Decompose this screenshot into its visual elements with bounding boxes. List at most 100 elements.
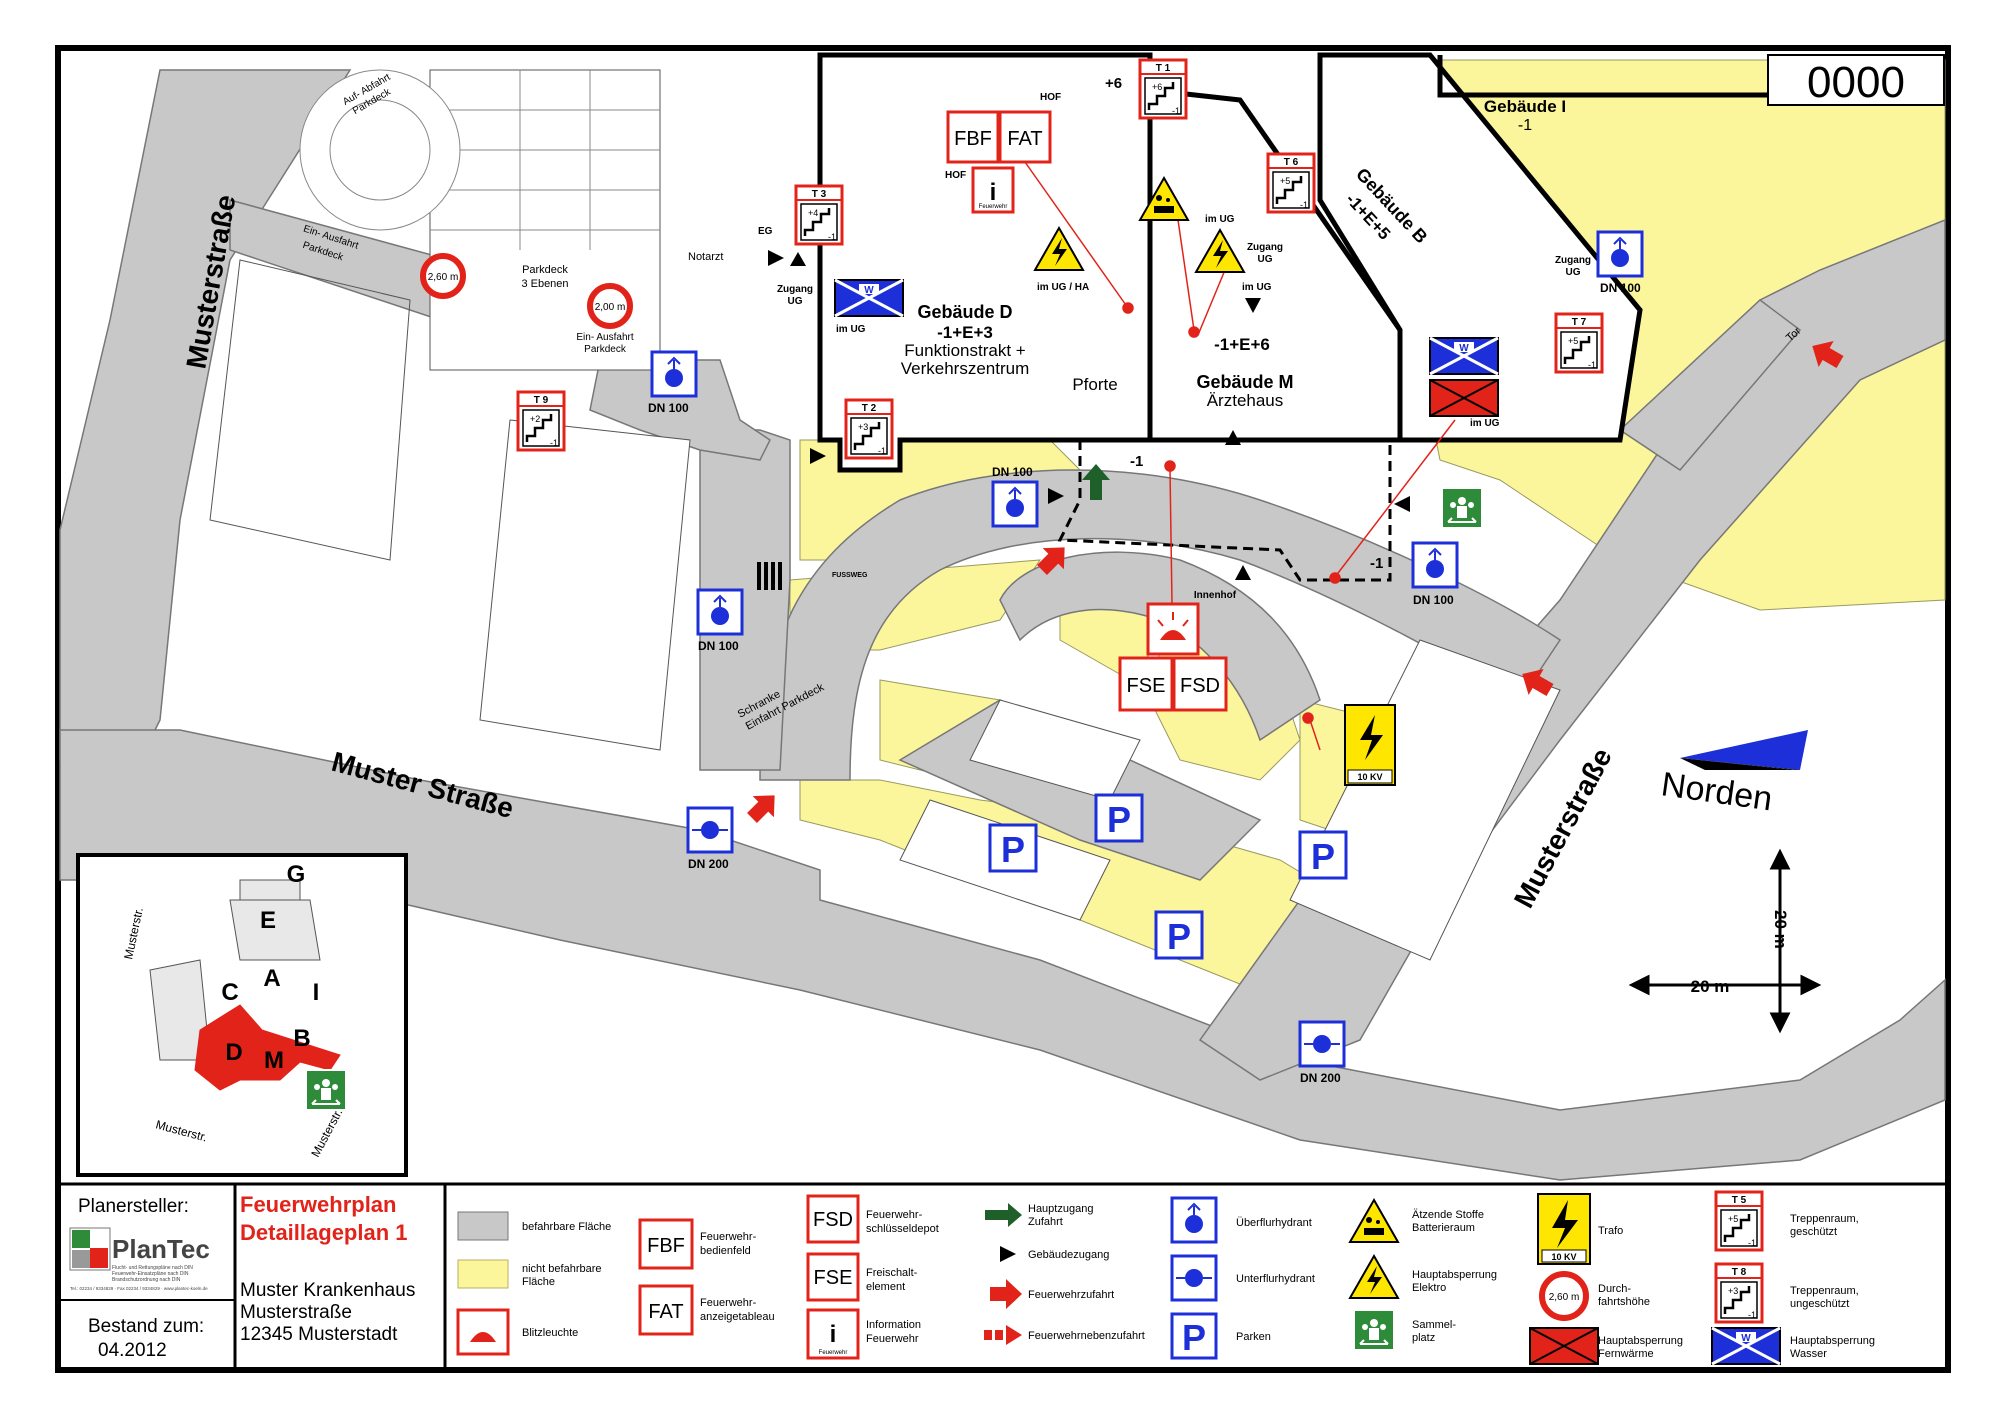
legend-stair-unprotected: T 8 +3-1 — [1714, 1262, 1764, 1324]
north-arrow — [1680, 730, 1808, 770]
svg-text:Hauptzugang: Hauptzugang — [1028, 1203, 1093, 1215]
overview-map: G E A C I D M B Musterstr. Musterstr. Mu… — [76, 853, 408, 1177]
svg-text:element: element — [866, 1281, 905, 1293]
label-zugang-1: Zugang — [777, 284, 813, 295]
water-shutoff-icon-2 — [1428, 336, 1500, 376]
label-hof-2: HOF — [945, 170, 966, 181]
overview-letter-c: C — [221, 979, 238, 1006]
info-feuerwehr-icon: i Feuerwehr — [971, 166, 1015, 214]
svg-text:bedienfeld: bedienfeld — [700, 1245, 751, 1257]
address-1: Muster Krankenhaus — [240, 1280, 415, 1301]
svg-text:-1: -1 — [550, 438, 558, 448]
label-im-ug-ha: im UG / HA — [1037, 282, 1089, 293]
stair-t6: T 6 +5-1 — [1266, 152, 1316, 214]
label-im-ug-4: im UG — [1470, 418, 1500, 429]
svg-text:P: P — [1001, 829, 1025, 870]
legend-clearance-icon: 2,60 m — [1539, 1271, 1589, 1321]
svg-text:T 3: T 3 — [812, 189, 827, 200]
svg-text:Treppenraum,: Treppenraum, — [1790, 1213, 1859, 1225]
label-parkdeck-title: Parkdeck — [522, 264, 568, 276]
svg-text:Unterflurhydrant: Unterflurhydrant — [1236, 1273, 1315, 1285]
legend-secondary-access-arrow — [984, 1325, 1022, 1345]
svg-text:Blitzleuchte: Blitzleuchte — [522, 1327, 578, 1339]
building-d-line1: Funktionstrakt + — [904, 341, 1025, 360]
svg-text:T 7: T 7 — [1572, 317, 1587, 328]
assembly-point-icon — [1441, 487, 1483, 529]
parking-icon-2: P — [1094, 793, 1144, 843]
parking-icon-4: P — [1154, 910, 1204, 960]
legend-blitz-icon — [456, 1308, 510, 1356]
building-i-name: Gebäude I — [1484, 97, 1566, 116]
parking-signs: P P P P — [988, 793, 1348, 960]
legend-footer: Planersteller: PlanTec Flucht- und Rettu… — [58, 1182, 1948, 1370]
overview-letter-g: G — [287, 861, 306, 888]
crosswalk — [757, 562, 782, 590]
scale-label-horizontal: 20 m — [1691, 977, 1730, 996]
svg-text:+6: +6 — [1152, 82, 1162, 92]
hydrant-label-1: DN 100 — [1600, 281, 1641, 295]
legend-assembly-icon — [1353, 1309, 1395, 1351]
building-outlines — [209, 69, 1561, 961]
label-eg: EG — [758, 226, 773, 237]
svg-text:Hauptabsperrung: Hauptabsperrung — [1412, 1269, 1497, 1281]
svg-text:Feuerwehr-: Feuerwehr- — [700, 1297, 757, 1309]
svg-text:+4: +4 — [808, 208, 818, 218]
label-fussweg: FUSSWEG — [832, 572, 868, 579]
plan-number: 0000 — [1807, 58, 1905, 107]
svg-text:Fläche: Fläche — [522, 1276, 555, 1288]
svg-text:i: i — [990, 179, 997, 206]
svg-text:geschützt: geschützt — [1790, 1226, 1837, 1238]
label-ug-1: UG — [788, 296, 803, 307]
scale-label-vertical: 20 m — [1771, 910, 1790, 949]
legend-befahrbar: befahrbare Fläche — [522, 1221, 611, 1233]
legend-water-shutoff-icon — [1710, 1326, 1782, 1366]
svg-text:Hauptabsperrung: Hauptabsperrung — [1790, 1335, 1875, 1347]
label-notarzt: Notarzt — [688, 251, 723, 263]
stair-t3: T 3 +4 -1 — [794, 184, 844, 246]
legend-fse-box — [806, 1252, 860, 1302]
stair-t2: T 2 +3-1 — [844, 398, 894, 460]
stair-t9: T 9 +2-1 — [516, 390, 566, 452]
hydrant-overground-icon-1 — [1596, 230, 1644, 278]
scale-bar — [1628, 848, 1822, 1034]
plan-number-box — [1767, 54, 1945, 106]
legend-stair-protected: T 5 +5-1 — [1714, 1190, 1764, 1252]
svg-text:-1: -1 — [828, 232, 836, 242]
bestand-date: 04.2012 — [98, 1340, 167, 1361]
hydrant-underground-icon-1 — [686, 806, 734, 854]
legend-parking-icon: P — [1170, 1312, 1218, 1360]
svg-text:Feuerwehr-: Feuerwehr- — [700, 1231, 757, 1243]
svg-text:T 5: T 5 — [1732, 1195, 1747, 1206]
svg-text:Feuerwehrnebenzufahrt: Feuerwehrnebenzufahrt — [1028, 1330, 1145, 1342]
svg-text:Sammel-: Sammel- — [1412, 1319, 1456, 1331]
svg-text:Feuerwehr: Feuerwehr — [979, 204, 1008, 210]
svg-text:P: P — [1182, 1317, 1206, 1358]
hydrant-overground-icon-2 — [991, 480, 1039, 528]
parking-icon-3: P — [1298, 830, 1348, 880]
hydrant-underground-icon-2 — [1298, 1020, 1346, 1068]
main-access-arrow — [1082, 464, 1110, 500]
svg-text:T 8: T 8 — [1732, 1267, 1747, 1278]
legend-road-swatch — [457, 1211, 509, 1241]
plan-title-2: Detaillageplan 1 — [240, 1220, 408, 1245]
label-im-ug-1: im UG — [836, 324, 866, 335]
building-d-line2: Verkehrszentrum — [901, 359, 1030, 378]
label-minus1-b: -1 — [1370, 555, 1383, 572]
svg-text:Wasser: Wasser — [1790, 1348, 1827, 1360]
hydrant-label-3: DN 100 — [1413, 593, 1454, 607]
overview-letter-d: D — [225, 1039, 242, 1066]
stair-t1: T 1 +6-1 — [1138, 58, 1188, 120]
label-pforte: Pforte — [1072, 375, 1117, 394]
label-ug-2: UG — [1258, 254, 1273, 265]
label-im-ug-3: im UG — [1242, 282, 1272, 293]
label-plus6: +6 — [1105, 75, 1122, 92]
svg-text:Tel.: 02234 / 9334829 · Fax 02: Tel.: 02234 / 9334829 · Fax 02234 / 9334… — [70, 1286, 208, 1291]
label-ein-ausfahrt-east: Ein- Ausfahrt — [576, 332, 633, 343]
overview-letter-b: B — [293, 1025, 310, 1052]
svg-text:FSD: FSD — [1180, 675, 1220, 697]
blitzleuchte-icon — [1146, 602, 1200, 656]
svg-text:platz: platz — [1412, 1332, 1435, 1344]
plan-title-1: Feuerwehrplan — [240, 1192, 396, 1217]
svg-text:+5: +5 — [1280, 176, 1290, 186]
